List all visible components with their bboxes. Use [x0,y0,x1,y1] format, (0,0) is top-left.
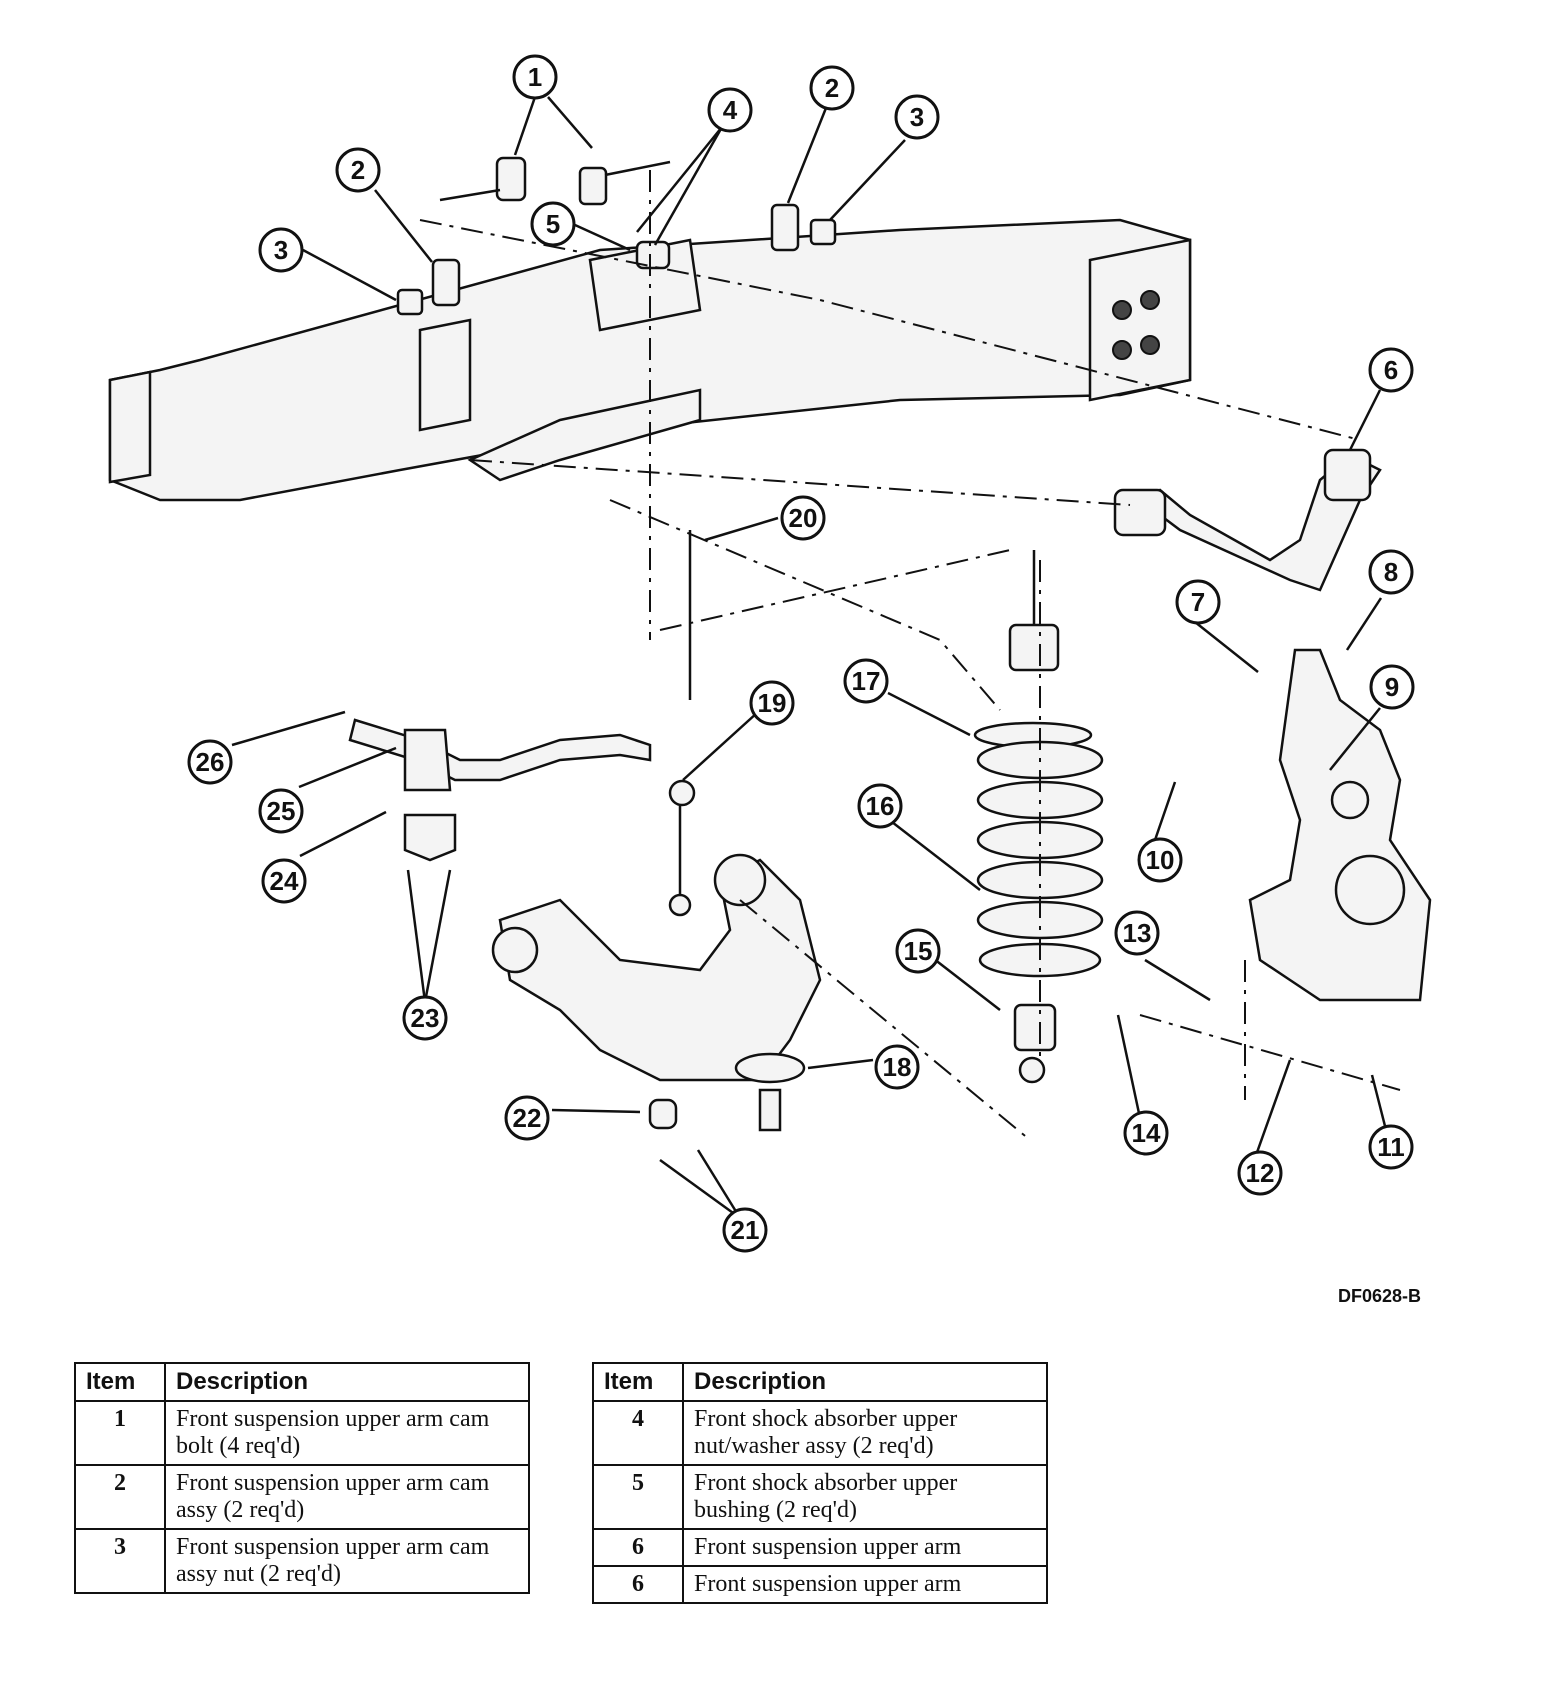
callout-9: 9 [1369,664,1415,710]
callout-3: 3 [258,227,304,273]
callout-20: 20 [780,495,826,541]
callout-label: 23 [411,1003,440,1033]
stabilizer-link [668,530,696,917]
callout-label: 8 [1384,557,1398,587]
callout-10: 10 [1137,837,1183,883]
callout-label: 19 [758,688,787,718]
callout-3b: 3 [894,94,940,140]
legend-item-description: Front shock absorber upper nut/washer as… [682,1400,1048,1466]
callout-label: 11 [1377,1132,1405,1162]
legend-item-description: Front suspension upper arm [682,1528,1048,1567]
legend-header-description: Description [164,1362,530,1402]
legend-item-number: 4 [592,1400,684,1466]
legend-item-number: 3 [74,1528,166,1594]
callout-26: 26 [187,739,233,785]
callout-label: 13 [1123,918,1152,948]
callout-label: 26 [196,747,225,777]
legend-item-number: 6 [592,1565,684,1604]
legend-item-description: Front suspension upper arm cam assy nut … [164,1528,530,1594]
callout-16: 16 [857,783,903,829]
legend-row: 3 Front suspension upper arm cam assy nu… [74,1528,530,1594]
callout-2: 2 [335,147,381,193]
callout-label: 7 [1191,587,1205,617]
drawing-code: DF0628-B [1338,1286,1422,1306]
stabilizer-bar [348,718,652,862]
callout-label: 25 [267,796,296,826]
callout-label: 22 [513,1103,542,1133]
callout-2b: 2 [809,65,855,111]
legend-item-description: Front suspension upper arm [682,1565,1048,1604]
legend-row: 2 Front suspension upper arm cam assy (2… [74,1464,530,1530]
legend-item-number: 5 [592,1464,684,1530]
callout-5: 5 [530,201,576,247]
callout-25: 25 [258,788,304,834]
callout-label: 1 [528,62,542,92]
legend-item-description: Front suspension upper arm cam bolt (4 r… [164,1400,530,1466]
callout-label: 20 [789,503,818,533]
callout-label: 16 [866,791,895,821]
steering-knuckle [1248,648,1432,1002]
upper-control-arm [1113,448,1382,592]
legend-row: 4 Front shock absorber upper nut/washer … [592,1400,1048,1466]
callout-18: 18 [874,1044,920,1090]
legend-header-item: Item [592,1362,684,1402]
legend-item-number: 2 [74,1464,166,1530]
callout-label: 6 [1384,355,1398,385]
legend-row: 6 Front suspension upper arm [592,1528,1048,1567]
shock-absorber [1008,550,1060,1084]
callout-8: 8 [1368,549,1414,595]
callout-4: 4 [707,87,753,133]
legend-item-number: 1 [74,1400,166,1466]
callout-17: 17 [843,658,889,704]
callout-label: 24 [270,866,299,896]
callout-label: 17 [852,666,881,696]
callout-6: 6 [1368,347,1414,393]
callout-11: 11 [1368,1124,1414,1170]
callout-label: 3 [274,235,288,265]
legend-row: 5 Front shock absorber upper bushing (2 … [592,1464,1048,1530]
callout-23: 23 [402,995,448,1041]
callout-1: 1 [512,54,558,100]
legend-header-description: Description [682,1362,1048,1402]
callout-label: 2 [351,155,365,185]
callout-19: 19 [749,680,795,726]
callout-7: 7 [1175,579,1221,625]
coil-spring [973,721,1104,978]
legend-row: 6 Front suspension upper arm [592,1565,1048,1604]
callout-label: 18 [883,1052,912,1082]
callout-label: 3 [910,102,924,132]
assembly-center-lines [419,170,1401,1141]
lower-control-arm [491,853,822,1132]
callout-label: 12 [1246,1158,1275,1188]
legend-item-description: Front suspension upper arm cam assy (2 r… [164,1464,530,1530]
callout-label: 15 [904,936,933,966]
callout-14: 14 [1123,1110,1169,1156]
legend-header-row: Item Description [592,1362,1048,1402]
callout-22: 22 [504,1095,550,1141]
callout-label: 4 [723,95,738,125]
legend-row: 1 Front suspension upper arm cam bolt (4… [74,1400,530,1466]
callout-15: 15 [895,928,941,974]
callout-21: 21 [722,1207,768,1253]
leader-lines [231,96,1388,1220]
legend-header-row: Item Description [74,1362,530,1402]
callout-label: 21 [731,1215,760,1245]
callout-label: 5 [546,209,560,239]
callout-label: 2 [825,73,839,103]
callout-label: 9 [1385,672,1399,702]
suspension-exploded-diagram: 1 2 3 4 5 2 3 6 7 8 9 10 11 12 13 14 15 … [108,54,1432,1253]
callout-12: 12 [1237,1150,1283,1196]
upper-mount-hardware [396,156,837,316]
legend-table-left: Item Description 1 Front suspension uppe… [74,1362,530,1594]
callout-label: 14 [1132,1118,1161,1148]
callout-label: 10 [1146,845,1175,875]
legend-item-description: Front shock absorber upper bushing (2 re… [682,1464,1048,1530]
callout-13: 13 [1114,910,1160,956]
callout-24: 24 [261,858,307,904]
legend-table-right: Item Description 4 Front shock absorber … [592,1362,1048,1604]
legend-item-number: 6 [592,1528,684,1567]
legend-header-item: Item [74,1362,166,1402]
